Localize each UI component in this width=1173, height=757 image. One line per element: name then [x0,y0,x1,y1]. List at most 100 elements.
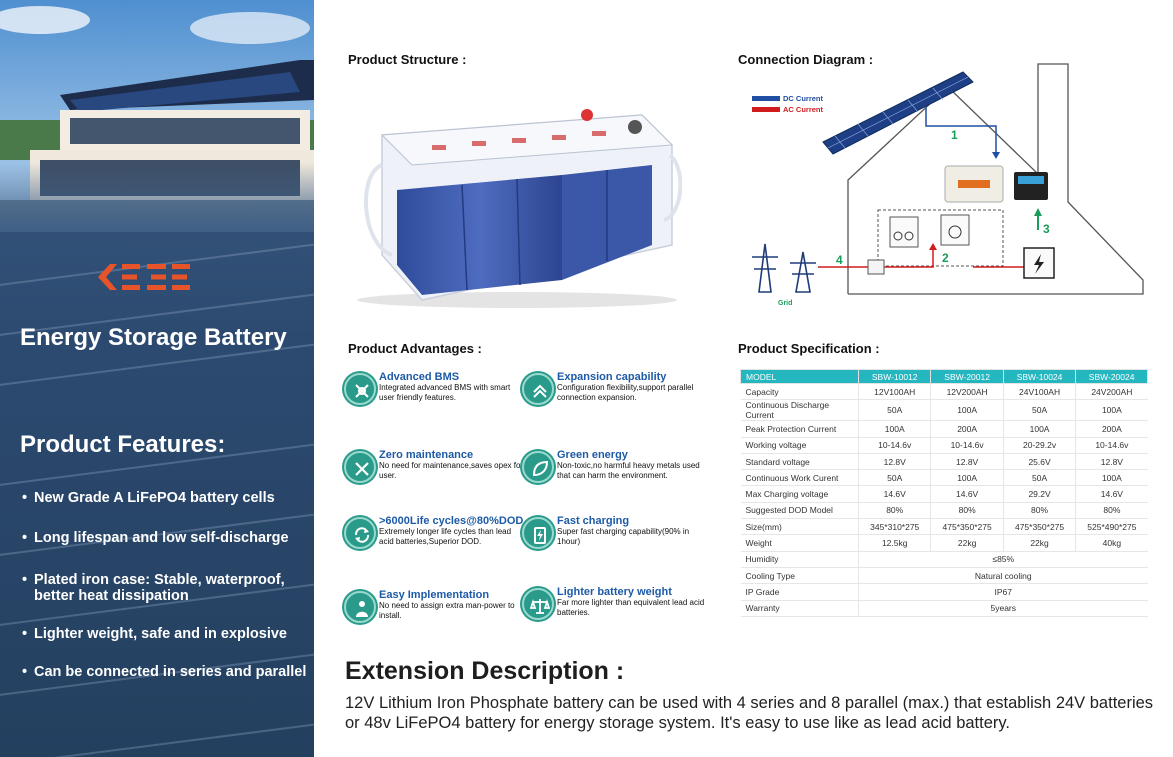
spec-cell: Humidity [740,551,859,568]
spec-cell: Working voltage [740,437,859,454]
scale-icon [522,588,554,620]
spec-cell: 80% [930,502,1004,520]
spec-table: MODEL SBW-10012 SBW-20012 SBW-10024 SBW-… [740,369,1148,617]
spec-header-cell: SBW-20012 [930,369,1004,384]
spec-cell: Max Charging voltage [740,485,859,503]
spec-header-cell: SBW-20024 [1075,369,1148,384]
spec-cell: 525*490*275 [1075,518,1148,536]
advantage-title: Zero maintenance [379,449,474,461]
ac-legend-swatch [752,107,780,112]
spec-cell: 14.6V [930,485,1004,503]
wrench-gear-icon [344,373,376,405]
spec-cell: Weight [740,534,859,552]
advantage-desc: Super fast charging capability(90% in 1h… [557,527,690,546]
spec-cell: 12.5kg [857,534,931,552]
spec-header-cell: MODEL [740,369,859,384]
left-panel: Energy Storage Battery Product Features:… [0,0,314,757]
product-title: Energy Storage Battery [20,324,287,351]
spec-cell: 40kg [1075,534,1148,552]
spec-cell: 20-29.2v [1002,437,1076,454]
spec-cell: 50A [1002,399,1076,422]
spec-heading: Product Specification : [738,341,880,356]
spec-cell: Cooling Type [740,567,859,585]
advantage-desc: Integrated advanced BMS with smart user … [379,383,511,402]
spec-cell: 100A [857,420,931,438]
feature-item: Lighter weight, safe and in explosive [22,626,312,642]
advantages-heading: Product Advantages : [348,341,482,356]
leaf-icon [522,451,554,483]
spec-cell: 12.8V [857,453,931,471]
spec-cell: 22kg [1002,534,1076,552]
spec-cell: Peak Protection Current [740,420,859,438]
extension-heading: Extension Description : [345,657,625,685]
step-2: 2 [942,251,949,265]
spec-cell: 475*350*275 [1002,518,1076,536]
features-heading: Product Features: [20,431,226,458]
spec-cell: 14.6V [1075,485,1148,503]
hero-house-image [0,0,314,232]
step-1: 1 [951,128,958,142]
structure-heading: Product Structure : [348,52,467,67]
ac-legend-label: AC Current [783,105,824,114]
advantage-desc: Extremely longer life cycles than lead a… [379,527,512,546]
advantage-title: Fast charging [557,515,630,527]
dc-legend-swatch [752,96,780,101]
connection-heading: Connection Diagram : [738,52,874,67]
spec-cell: 24V100AH [1002,383,1076,401]
crossed-tools-icon [344,451,376,483]
spec-cell: Continuous Work Curent [740,469,859,487]
spec-cell: 10-14.6v [930,437,1004,454]
spec-cell: 100A [1075,399,1148,422]
dc-legend-label: DC Current [783,94,824,103]
spec-cell: 12.8V [930,453,1004,471]
spec-cell: 50A [857,399,931,422]
spec-cell: 345*310*275 [857,518,931,536]
spec-cell: 200A [1075,420,1148,438]
spec-cell: 5years [858,600,1148,617]
spec-cell: 50A [1002,469,1076,487]
person-icon [344,591,376,623]
double-chevron-up-icon [522,373,554,405]
spec-cell: 80% [1075,502,1148,520]
spec-cell: 25.6V [1002,453,1076,471]
spec-cell: 50A [857,469,931,487]
spec-cell: 14.6V [857,485,931,503]
spec-cell: 200A [930,420,1004,438]
spec-cell: 80% [1002,502,1076,520]
spec-cell: 100A [1075,469,1148,487]
grid-towers [752,243,816,293]
spec-cell: IP Grade [740,583,859,601]
spec-cell: 12.8V [1075,453,1148,471]
feature-item: Long lifespan and low self-discharge [22,530,312,546]
feature-item: Plated iron case: Stable, waterproof, be… [22,572,292,604]
spec-cell: 100A [1002,420,1076,438]
spec-cell: Continuous Discharge Current [740,399,859,422]
spec-cell: Standard voltage [740,453,859,471]
feature-item: Can be connected in series and parallel [22,664,312,680]
spec-cell: 10-14.6v [857,437,931,454]
spec-cell: 29.2V [1002,485,1076,503]
feature-item: New Grade A LiFePO4 battery cells [22,490,312,506]
spec-cell: 475*350*275 [930,518,1004,536]
solar-panel [822,71,974,155]
spec-cell: 22kg [930,534,1004,552]
extension-description: 12V Lithium Iron Phosphate battery can b… [345,694,1154,732]
spec-cell: Natural cooling [858,567,1148,585]
advantage-desc: No need to assign extra man-power to ins… [379,601,515,620]
spec-cell: Suggested DOD Model [740,502,859,520]
advantage-title: Green energy [557,449,628,461]
step-3: 3 [1043,222,1050,236]
advantage-desc: Far more lighter than equivalent lead ac… [557,598,705,617]
spec-cell: 12V200AH [930,383,1004,401]
spec-cell: 100A [930,469,1004,487]
